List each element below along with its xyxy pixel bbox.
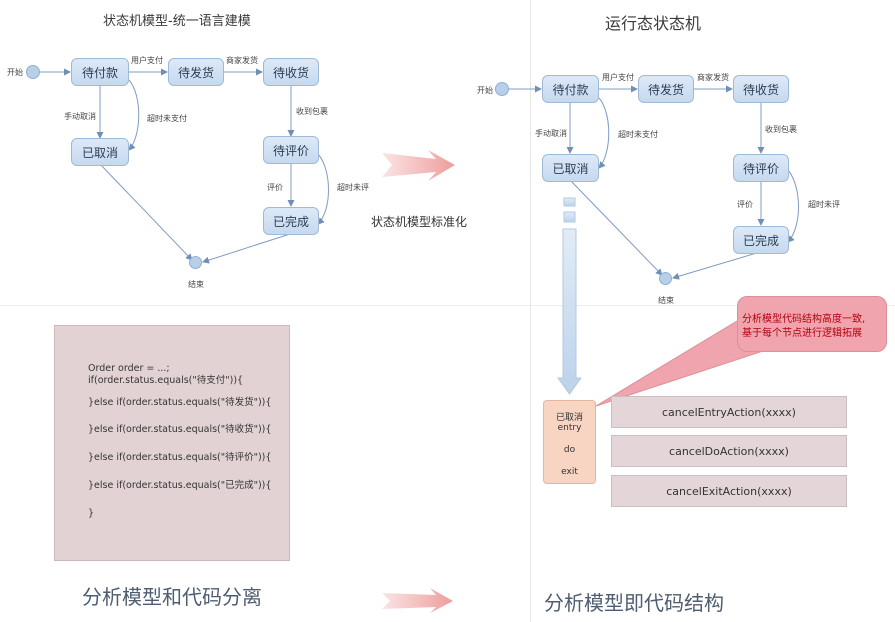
right-diagram-title: 运行态状态机 bbox=[605, 14, 702, 33]
code-block: Order order = ...; if(order.status.equal… bbox=[54, 325, 290, 561]
left-state-completed: 已完成 bbox=[263, 207, 319, 235]
left-end-label: 结束 bbox=[188, 280, 204, 289]
right-state-pending-receipt: 待收货 bbox=[733, 75, 789, 103]
callout-line-1: 分析模型代码结构高度一致, bbox=[742, 314, 866, 325]
code-line: if(order.status.equals("待支付")){ bbox=[88, 375, 244, 386]
right-transition-merchant-ships: 商家发货 bbox=[697, 73, 729, 82]
left-transition-package-received: 收到包裹 bbox=[296, 107, 328, 116]
vertical-divider bbox=[530, 0, 531, 622]
left-state-pending-receipt: 待收货 bbox=[263, 58, 319, 86]
right-state-pending-shipment: 待发货 bbox=[638, 75, 694, 103]
left-end-node bbox=[189, 256, 202, 269]
right-end-node bbox=[659, 272, 672, 285]
right-start-node bbox=[495, 82, 509, 96]
right-state-completed: 已完成 bbox=[733, 226, 789, 254]
left-transition-user-pays: 用户支付 bbox=[131, 56, 163, 65]
code-line: } bbox=[88, 508, 95, 519]
right-end-label: 结束 bbox=[658, 296, 674, 305]
bottom-right-caption: 分析模型即代码结构 bbox=[544, 591, 724, 615]
code-line: Order order = ...; bbox=[88, 363, 170, 374]
code-line: }else if(order.status.equals("待发货")){ bbox=[88, 397, 272, 408]
left-transition-timeout-unpaid: 超时未支付 bbox=[147, 114, 187, 123]
cancel-state-name: 已取消 bbox=[555, 413, 583, 423]
right-transition-timeout-unpaid: 超时未支付 bbox=[618, 130, 658, 139]
right-state-pending-review: 待评价 bbox=[733, 154, 789, 182]
cancel-state-entry: entry bbox=[557, 423, 582, 433]
cancel-state-do: do bbox=[563, 445, 576, 455]
right-transition-timeout-unreviewed: 超时未评 bbox=[808, 200, 840, 209]
right-start-label: 开始 bbox=[477, 86, 493, 95]
horizontal-divider bbox=[0, 305, 895, 306]
left-diagram-title: 状态机模型-统一语言建模 bbox=[103, 14, 251, 29]
right-transition-package-received: 收到包裹 bbox=[765, 125, 797, 134]
left-state-cancelled: 已取消 bbox=[71, 138, 129, 166]
cancel-entry-action: cancelEntryAction(xxxx) bbox=[611, 396, 847, 428]
code-line: }else if(order.status.equals("待评价")){ bbox=[88, 452, 272, 463]
cancel-state-exit: exit bbox=[561, 467, 578, 477]
callout-note: 分析模型代码结构高度一致, 基于每个节点进行逻辑拓展 bbox=[737, 296, 887, 352]
left-transition-timeout-unreviewed: 超时未评 bbox=[337, 183, 369, 192]
right-transition-manual-cancel: 手动取消 bbox=[535, 129, 567, 138]
callout-line-2: 基于每个节点进行逻辑拓展 bbox=[742, 328, 862, 339]
right-transition-user-pays: 用户支付 bbox=[602, 73, 634, 82]
left-start-label: 开始 bbox=[7, 68, 23, 77]
code-line: }else if(order.status.equals("待收货")){ bbox=[88, 424, 272, 435]
bottom-left-caption: 分析模型和代码分离 bbox=[82, 585, 262, 609]
cancel-do-action: cancelDoAction(xxxx) bbox=[611, 435, 847, 467]
left-state-pending-shipment: 待发货 bbox=[168, 58, 224, 86]
cancel-state-detail: 已取消 entry do exit bbox=[543, 400, 596, 484]
left-state-pending-payment: 待付款 bbox=[71, 58, 129, 86]
right-state-pending-payment: 待付款 bbox=[542, 75, 599, 103]
left-transition-manual-cancel: 手动取消 bbox=[64, 112, 96, 121]
code-line: }else if(order.status.equals("已完成")){ bbox=[88, 480, 272, 491]
right-state-cancelled: 已取消 bbox=[542, 154, 599, 182]
left-transition-merchant-ships: 商家发货 bbox=[226, 56, 258, 65]
right-transition-review: 评价 bbox=[737, 200, 753, 209]
middle-caption: 状态机模型标准化 bbox=[371, 215, 468, 229]
left-start-node bbox=[26, 65, 40, 79]
left-transition-review: 评价 bbox=[267, 183, 283, 192]
left-state-pending-review: 待评价 bbox=[263, 136, 319, 164]
cancel-exit-action: cancelExitAction(xxxx) bbox=[611, 475, 847, 507]
